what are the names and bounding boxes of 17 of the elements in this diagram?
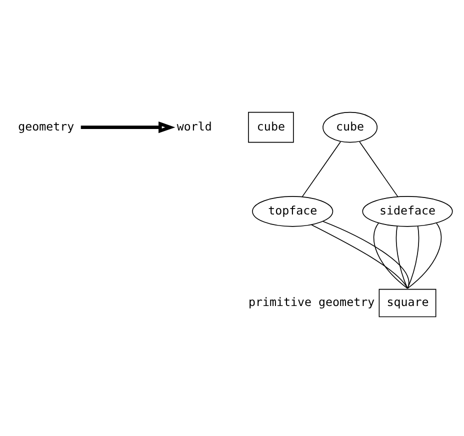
connector	[396, 225, 408, 288]
node-box: square	[378, 288, 436, 317]
arrow	[80, 120, 176, 133]
connector	[311, 224, 408, 288]
connector	[359, 140, 398, 197]
node-text: world	[176, 118, 212, 133]
node-box: cube	[248, 111, 294, 142]
connector	[407, 222, 442, 288]
node-ellipse: sideface	[362, 196, 453, 226]
node-ellipse: cube	[322, 111, 378, 142]
node-label: primitive geometry	[248, 294, 375, 309]
connector	[302, 140, 341, 197]
connector	[407, 225, 420, 288]
connector	[373, 222, 408, 288]
node-ellipse: topface	[252, 196, 334, 226]
connector	[322, 220, 410, 288]
node-text: geometry	[18, 118, 74, 133]
